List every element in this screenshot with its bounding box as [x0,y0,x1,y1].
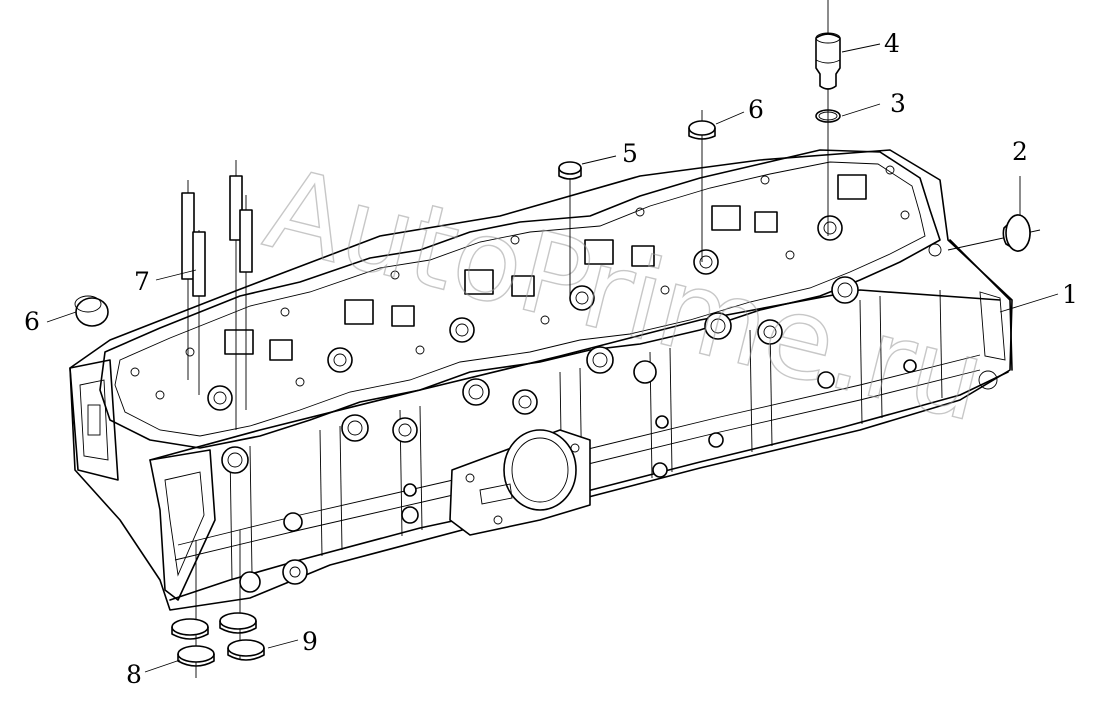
callout-8: 8 [126,660,142,689]
cylinder-head-body [69,149,1013,611]
callout-5: 5 [622,139,638,168]
o-ring [815,109,841,123]
callout-9: 9 [302,627,318,656]
injector-sleeve [815,0,841,236]
callout-4: 4 [884,29,900,58]
callout-6-left: 6 [24,307,40,336]
callout-3: 3 [890,89,906,118]
leader-lines [46,43,1059,673]
callout-2: 2 [1012,137,1028,166]
cup-plug-right [947,214,1041,252]
callout-labels: 1 2 3 4 5 6 6 7 8 9 [24,29,1078,689]
seal-ring-5 [558,161,582,300]
callout-1: 1 [1062,280,1078,309]
callout-6-top: 6 [748,95,764,124]
plug-left [74,295,109,327]
cup-plug-top [688,110,716,262]
stud-pins [181,160,253,430]
seal-rings-bottom [171,530,265,678]
callout-7: 7 [134,267,150,296]
